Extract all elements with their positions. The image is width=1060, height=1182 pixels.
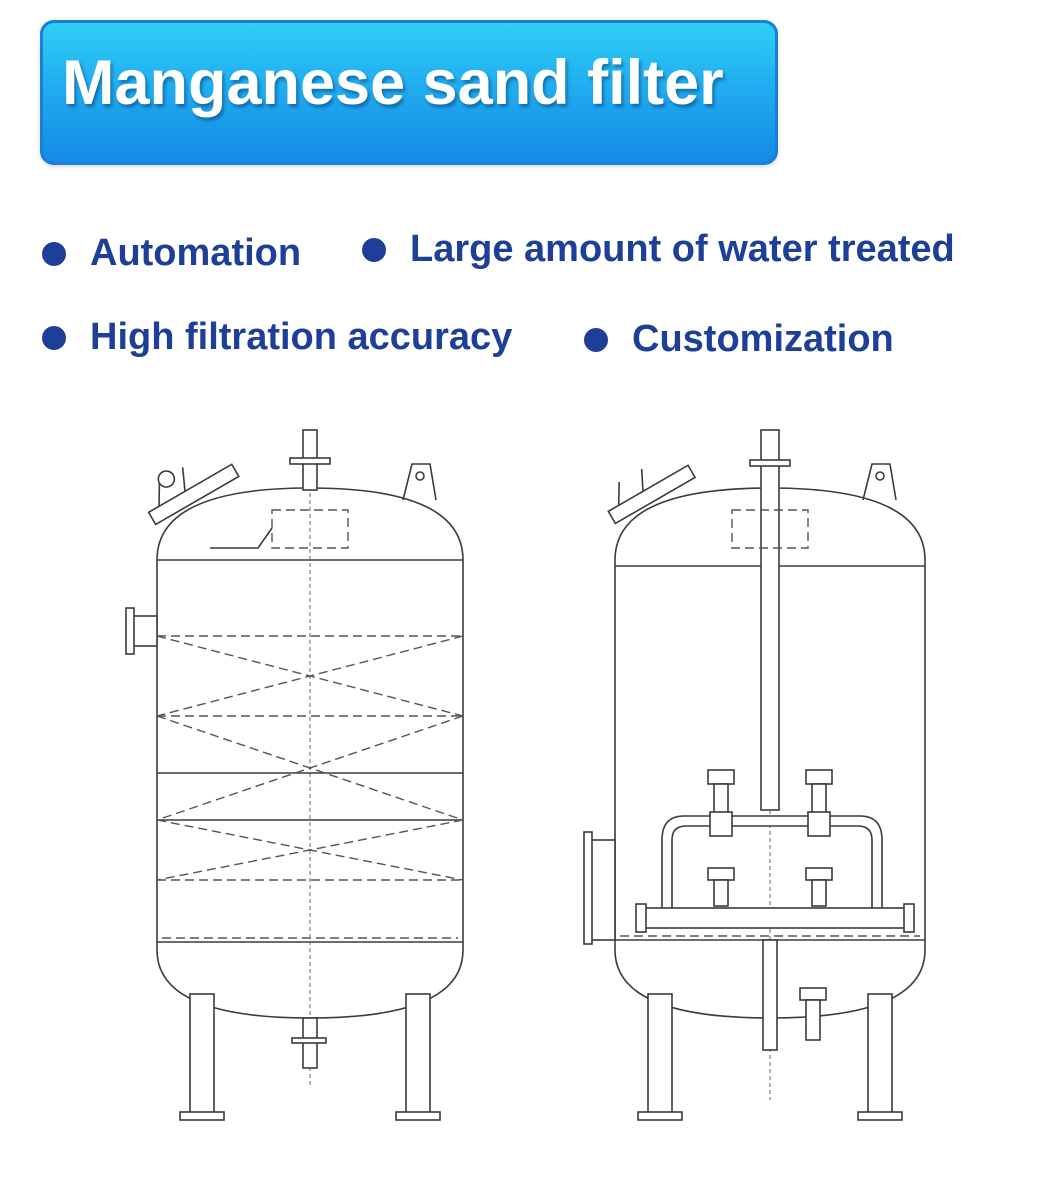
left-tank-drawing: [125, 429, 464, 1121]
filter-tank-drawings: [125, 429, 926, 1121]
title-banner: Manganese sand filter: [40, 20, 778, 165]
bullet-icon: [362, 237, 386, 262]
feature-label: Customization: [632, 318, 894, 360]
page-title: Manganese sand filter: [62, 48, 724, 118]
feature-label: Automation: [90, 232, 302, 274]
bullet-icon: [42, 325, 66, 350]
feature-filtration-accuracy: High filtration accuracy: [42, 316, 512, 359]
feature-water-amount: Large amount of water treated: [362, 228, 955, 271]
bullet-icon: [42, 241, 66, 266]
feature-customization: Customization: [584, 318, 894, 361]
right-tank-drawing: [583, 429, 926, 1121]
bullet-icon: [584, 327, 608, 352]
feature-label: Large amount of water treated: [410, 228, 955, 270]
feature-label: High filtration accuracy: [90, 316, 513, 358]
feature-automation: Automation: [42, 232, 301, 275]
